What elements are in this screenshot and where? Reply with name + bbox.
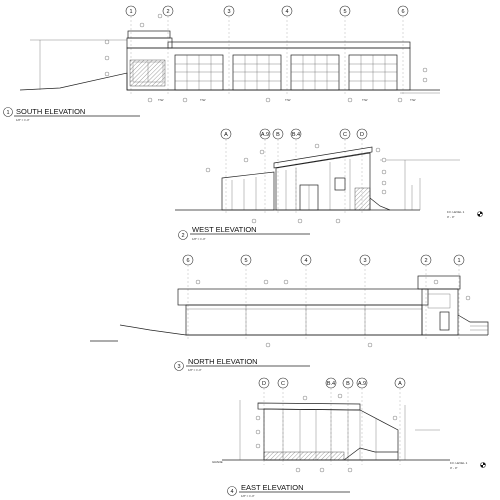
overhead-door bbox=[290, 54, 340, 91]
overhead-door bbox=[232, 54, 282, 91]
west-grid-label: C bbox=[343, 132, 347, 138]
south-grid-label: 4 bbox=[285, 9, 288, 15]
top-of-wall-mark: T/W bbox=[285, 98, 291, 102]
north-elevation: 6 5 4 3 2 1 bbox=[90, 254, 489, 372]
east-view-title: 4 EAST ELEVATION 1/8" = 1'-0" bbox=[227, 483, 350, 498]
east-elevation: D C B.4 B A.9 A bbox=[212, 377, 486, 498]
view-scale: 1/8" = 1'-0" bbox=[16, 118, 30, 122]
west-grid-label: B bbox=[276, 132, 280, 138]
east-building bbox=[222, 400, 450, 461]
overhead-door bbox=[348, 54, 398, 91]
north-grid-label: 4 bbox=[304, 258, 307, 264]
north-grid-2: 2 bbox=[420, 254, 432, 340]
east-grid-label: B bbox=[346, 381, 350, 387]
west-grid-c: C bbox=[339, 128, 351, 215]
south-level-marks: T/W T/W T/W T/W T/W bbox=[158, 98, 416, 102]
grade-label: GRADE bbox=[212, 460, 223, 464]
view-scale: 1/8" = 1'-0" bbox=[188, 368, 202, 372]
north-view-title: 3 NORTH ELEVATION 1/8" = 1'-0" bbox=[174, 357, 310, 372]
west-grid-a: A bbox=[220, 128, 232, 215]
north-grid-label: 2 bbox=[424, 258, 427, 264]
view-number: 4 bbox=[230, 489, 233, 495]
west-level-marker: F.F. LEVEL 1 0' - 0" bbox=[447, 210, 483, 219]
level-label: F.F. LEVEL 1 bbox=[447, 210, 465, 214]
view-title: NORTH ELEVATION bbox=[188, 357, 258, 366]
south-grid-6: 6 bbox=[397, 5, 409, 95]
south-grid-label: 1 bbox=[129, 9, 132, 15]
north-grid-label: 6 bbox=[186, 258, 189, 264]
level-value: 0' - 0" bbox=[447, 215, 455, 219]
north-grid-3: 3 bbox=[359, 254, 371, 340]
view-number: 2 bbox=[181, 233, 184, 239]
south-grid-label: 2 bbox=[166, 9, 169, 15]
level-label: F.F. LEVEL 1 bbox=[450, 461, 468, 465]
west-grid-d: D bbox=[356, 128, 368, 215]
north-grid-4: 4 bbox=[300, 254, 312, 340]
east-grid-label: A.9 bbox=[358, 381, 366, 387]
south-grid-label: 3 bbox=[227, 9, 230, 15]
view-title: WEST ELEVATION bbox=[192, 225, 257, 234]
top-of-wall-mark: T/W bbox=[158, 98, 164, 102]
view-scale: 1/8" = 1'-0" bbox=[241, 494, 255, 498]
west-callouts bbox=[205, 143, 387, 224]
view-number: 3 bbox=[177, 364, 180, 370]
south-grid-5: 5 bbox=[339, 5, 351, 95]
view-scale: 1/8" = 1'-0" bbox=[192, 237, 206, 241]
east-level-marker: F.F. LEVEL 1 0' - 0" bbox=[450, 461, 486, 470]
north-grid-5: 5 bbox=[240, 254, 252, 340]
south-elevation: 1 2 3 4 5 6 bbox=[3, 5, 440, 122]
south-grid-label: 6 bbox=[401, 9, 404, 15]
north-grid-6: 6 bbox=[182, 254, 194, 340]
south-grid-label: 5 bbox=[343, 9, 346, 15]
north-grid-label: 1 bbox=[457, 258, 460, 264]
south-building bbox=[19, 30, 440, 94]
west-grid-a9: A.9 bbox=[259, 128, 271, 215]
west-elevation: A A.9 B B.4 C D bbox=[175, 128, 483, 241]
north-callouts bbox=[195, 279, 471, 348]
east-grid-a: A bbox=[394, 377, 406, 465]
top-of-wall-mark: T/W bbox=[362, 98, 368, 102]
east-grid-label: A bbox=[398, 381, 402, 387]
north-building bbox=[90, 275, 489, 342]
south-grid-2: 2 bbox=[162, 5, 174, 95]
south-view-title: 1 SOUTH ELEVATION 1/8" = 1'-0" bbox=[3, 107, 140, 122]
west-view-title: 2 WEST ELEVATION 1/8" = 1'-0" bbox=[178, 225, 310, 241]
top-of-wall-mark: T/W bbox=[200, 98, 206, 102]
east-grid-label: B.4 bbox=[327, 381, 335, 387]
view-number: 1 bbox=[6, 110, 9, 116]
west-grid-b: B bbox=[272, 128, 284, 215]
east-grid-a9: A.9 bbox=[356, 377, 368, 465]
level-value: 0' - 0" bbox=[450, 466, 458, 470]
south-grid-3: 3 bbox=[223, 5, 235, 95]
east-grid-label: C bbox=[281, 381, 285, 387]
view-title: SOUTH ELEVATION bbox=[16, 107, 85, 116]
east-grid-label: D bbox=[262, 381, 266, 387]
west-building bbox=[175, 146, 460, 211]
north-grid-label: 5 bbox=[244, 258, 247, 264]
overhead-door bbox=[174, 54, 224, 91]
north-grid-1: 1 bbox=[453, 254, 465, 340]
south-callouts bbox=[104, 13, 428, 103]
north-grid-label: 3 bbox=[363, 258, 366, 264]
top-of-wall-mark: T/W bbox=[410, 98, 416, 102]
east-callouts bbox=[255, 393, 398, 473]
west-grid-label: A bbox=[224, 132, 228, 138]
south-grid-4: 4 bbox=[281, 5, 293, 95]
west-grid-label: B.4 bbox=[292, 132, 300, 138]
west-grid-label: A.9 bbox=[261, 132, 269, 138]
view-title: EAST ELEVATION bbox=[241, 483, 304, 492]
west-grid-label: D bbox=[360, 132, 364, 138]
